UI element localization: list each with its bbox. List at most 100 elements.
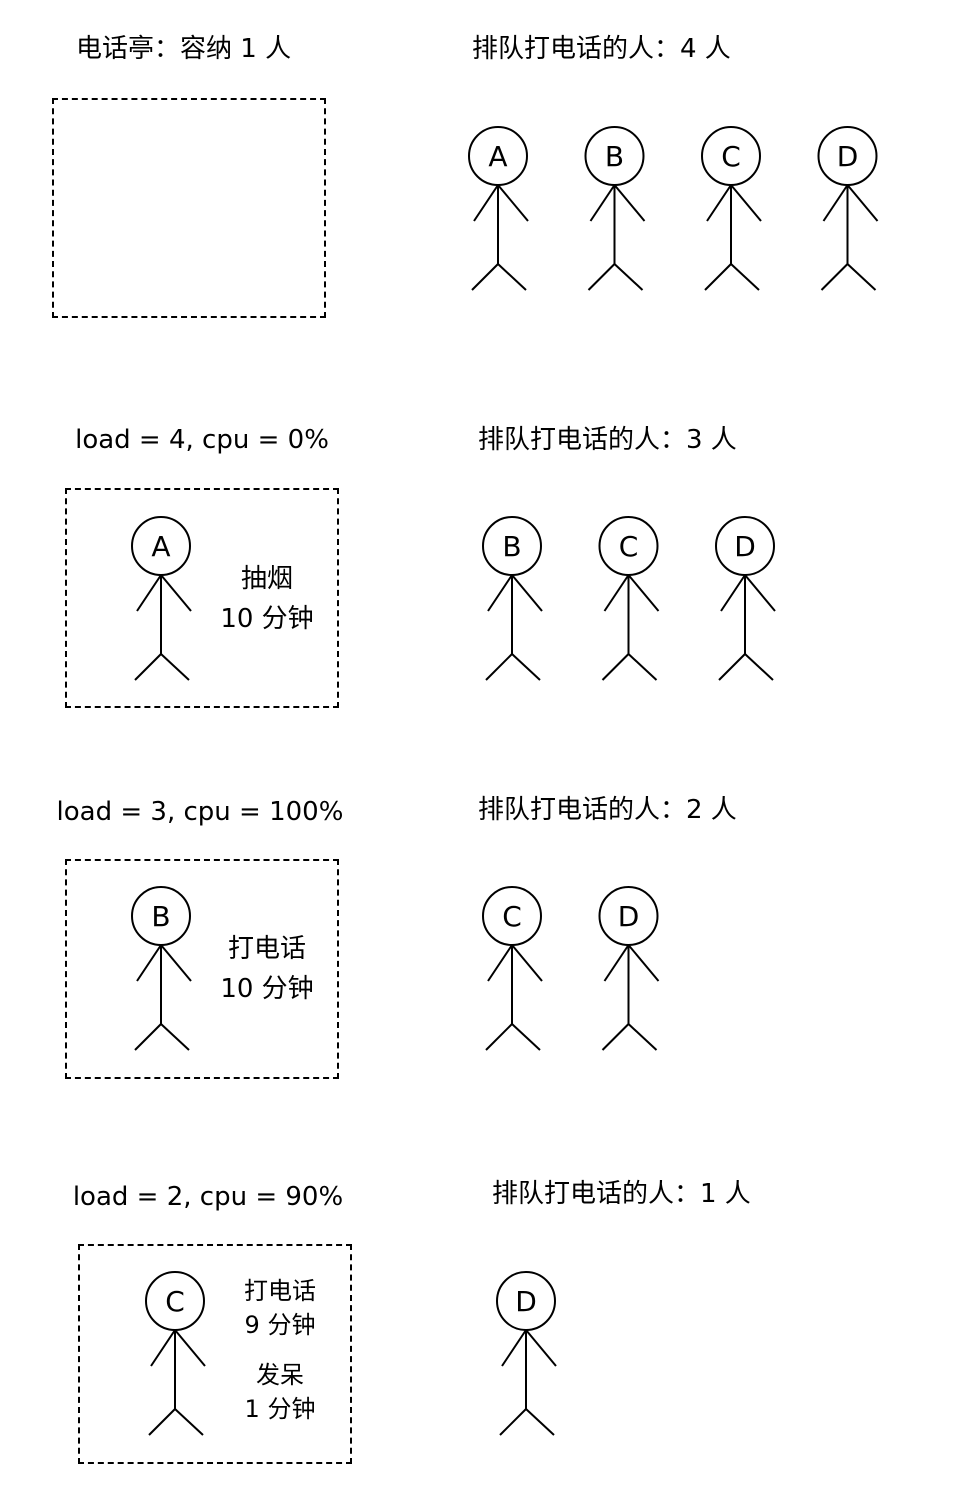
- leg: [704, 263, 732, 291]
- person-in-booth-A: A: [131, 516, 192, 681]
- phone-booth: [78, 1244, 352, 1464]
- arm: [603, 574, 630, 612]
- activity-label: 抽烟: [240, 564, 294, 594]
- arm: [627, 574, 660, 612]
- leg: [601, 653, 630, 681]
- leg: [525, 1408, 555, 1436]
- queued-person-C: C: [701, 126, 762, 291]
- leg: [485, 1023, 513, 1051]
- arm: [720, 574, 746, 612]
- queued-person-D: D: [496, 1271, 557, 1436]
- arm: [497, 184, 529, 222]
- arm: [846, 184, 879, 222]
- leg: [613, 263, 644, 291]
- arm: [613, 184, 646, 222]
- leg: [174, 1408, 204, 1436]
- arm: [603, 944, 630, 982]
- arm: [160, 944, 192, 982]
- leg: [499, 1408, 527, 1436]
- person-letter: A: [488, 140, 507, 173]
- booth-activity-note: 打电话 10 分钟: [220, 929, 313, 1009]
- activity-duration: 10 分钟: [220, 974, 314, 1004]
- booth-activity-note: 抽烟 10 分钟: [220, 559, 313, 639]
- arm: [511, 574, 543, 612]
- leg: [718, 653, 746, 681]
- person-letter: D: [515, 1285, 537, 1318]
- person-letter: A: [151, 530, 170, 563]
- leg: [485, 653, 513, 681]
- queued-person-B: B: [584, 126, 646, 291]
- load-cpu-label: load = 3, cpu = 100%: [56, 797, 344, 827]
- arm: [589, 184, 616, 222]
- arm: [744, 574, 776, 612]
- arm: [136, 574, 162, 612]
- person-letter: C: [619, 530, 639, 563]
- queued-person-A: A: [468, 126, 529, 291]
- arm: [160, 574, 192, 612]
- person-letter: B: [502, 530, 521, 563]
- queue-count-label: 排队打电话的人：2 人: [478, 795, 737, 825]
- arm: [487, 944, 513, 982]
- arm: [525, 1329, 557, 1367]
- leg: [134, 653, 162, 681]
- leg: [134, 1023, 162, 1051]
- person-letter: D: [618, 900, 640, 933]
- queued-person-B: B: [482, 516, 543, 681]
- arm: [730, 184, 762, 222]
- leg: [846, 263, 877, 291]
- arm: [706, 184, 732, 222]
- queued-person-C: C: [482, 886, 543, 1051]
- arm: [487, 574, 513, 612]
- phone-booth: [52, 98, 326, 318]
- leg: [820, 263, 849, 291]
- activity-duration: 1 分钟: [244, 1395, 316, 1423]
- arm: [501, 1329, 527, 1367]
- activity-label: 打电话: [244, 1277, 316, 1305]
- queue-count-label: 排队打电话的人：1 人: [492, 1179, 751, 1209]
- phone-booth: [65, 859, 339, 1079]
- person-in-booth-B: B: [131, 886, 192, 1051]
- leg: [160, 653, 190, 681]
- leg: [148, 1408, 176, 1436]
- arm: [136, 944, 162, 982]
- person-letter: C: [502, 900, 522, 933]
- leg: [497, 263, 527, 291]
- leg: [601, 1023, 630, 1051]
- booth-capacity-label: 电话亭：容纳 1 人: [76, 34, 292, 64]
- leg: [511, 653, 541, 681]
- leg: [160, 1023, 190, 1051]
- load-cpu-label: load = 4, cpu = 0%: [75, 425, 329, 455]
- activity-duration: 9 分钟: [244, 1311, 316, 1339]
- activity-label: 发呆: [256, 1361, 304, 1389]
- queue-count-label: 排队打电话的人：3 人: [478, 425, 737, 455]
- person-letter: D: [837, 140, 859, 173]
- arm: [822, 184, 849, 222]
- arm: [627, 944, 660, 982]
- arm: [174, 1329, 206, 1367]
- phone-booth: [65, 488, 339, 708]
- activity-label: 打电话: [227, 934, 307, 964]
- queued-person-D: D: [715, 516, 776, 681]
- queued-person-C: C: [598, 516, 660, 681]
- queue-count-label: 排队打电话的人：4 人: [472, 34, 731, 64]
- arm: [150, 1329, 176, 1367]
- person-letter: B: [151, 900, 170, 933]
- queued-person-D: D: [817, 126, 879, 291]
- person-in-booth-C: C: [145, 1271, 206, 1436]
- load-cpu-label: load = 2, cpu = 90%: [72, 1182, 344, 1212]
- activity-duration: 10 分钟: [220, 604, 314, 634]
- leg: [744, 653, 774, 681]
- leg: [511, 1023, 541, 1051]
- person-letter: C: [165, 1285, 185, 1318]
- person-letter: C: [721, 140, 741, 173]
- queued-person-D: D: [598, 886, 660, 1051]
- person-letter: D: [734, 530, 756, 563]
- leg: [471, 263, 499, 291]
- leg: [627, 653, 658, 681]
- leg: [627, 1023, 658, 1051]
- booth-activity-note: 打电话 9 分钟 发呆 1 分钟: [244, 1274, 316, 1426]
- leg: [730, 263, 760, 291]
- person-letter: B: [605, 140, 624, 173]
- leg: [587, 263, 616, 291]
